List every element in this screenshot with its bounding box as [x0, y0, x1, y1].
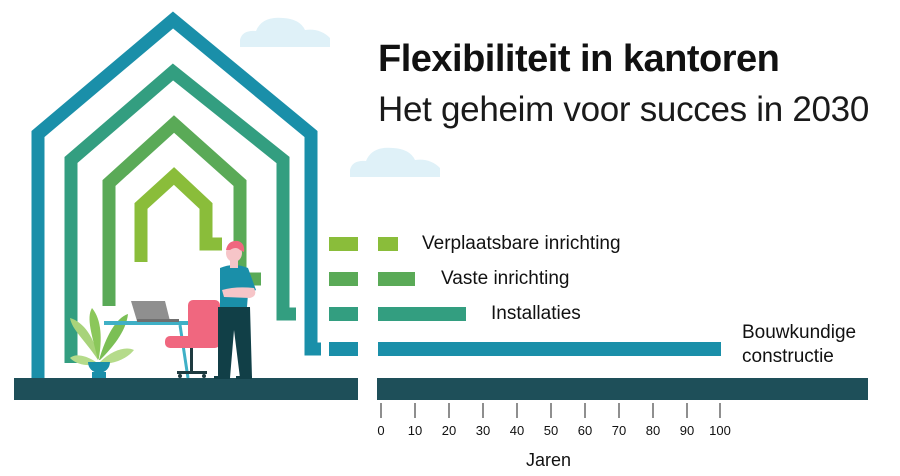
tick-label: 100 [709, 423, 731, 438]
tick-label: 80 [645, 423, 661, 438]
x-axis-title: Jaren [526, 450, 572, 470]
tick-label: 0 [377, 423, 385, 438]
house-outline-installaties [64, 63, 296, 363]
label-installaties: Installaties [491, 303, 581, 324]
bar-bouwkundige [378, 342, 721, 356]
bar-verplaatsbare [378, 237, 398, 251]
chair-icon [165, 300, 220, 378]
page-subtitle: Het geheim voor succes in 2030 [378, 90, 869, 129]
tick-label: 10 [407, 423, 423, 438]
tick-label: 70 [611, 423, 627, 438]
tick-label: 60 [577, 423, 593, 438]
cloud-icon [350, 147, 440, 177]
bar-vaste [378, 272, 415, 286]
label-constructie: constructie [742, 346, 834, 367]
page-title: Flexibiliteit in kantoren [378, 38, 780, 80]
stub-bouwkundige [329, 342, 358, 356]
tick-label: 50 [543, 423, 559, 438]
tick-label: 40 [509, 423, 525, 438]
cloud-icon [240, 17, 330, 47]
house-outline-verplaatsbare [134, 167, 222, 262]
bar-installaties [378, 307, 466, 321]
plant-icon [70, 308, 134, 378]
laptop-icon [131, 301, 179, 322]
label-verplaatsbare-inrichting: Verplaatsbare inrichting [422, 233, 621, 254]
floor-right [377, 378, 868, 400]
desk-icon [104, 321, 190, 379]
x-axis-ticks [380, 403, 721, 418]
tick-label: 90 [679, 423, 695, 438]
stub-verplaatsbare [329, 237, 358, 251]
floor-left [14, 378, 358, 400]
label-vaste-inrichting: Vaste inrichting [441, 268, 570, 289]
person-icon [214, 240, 256, 379]
label-bouwkundige: Bouwkundige [742, 322, 857, 343]
stub-installaties [329, 307, 358, 321]
stub-vaste [329, 272, 358, 286]
tick-label: 20 [441, 423, 457, 438]
house-outline-bouwkundige [31, 11, 321, 380]
tick-label: 30 [475, 423, 491, 438]
